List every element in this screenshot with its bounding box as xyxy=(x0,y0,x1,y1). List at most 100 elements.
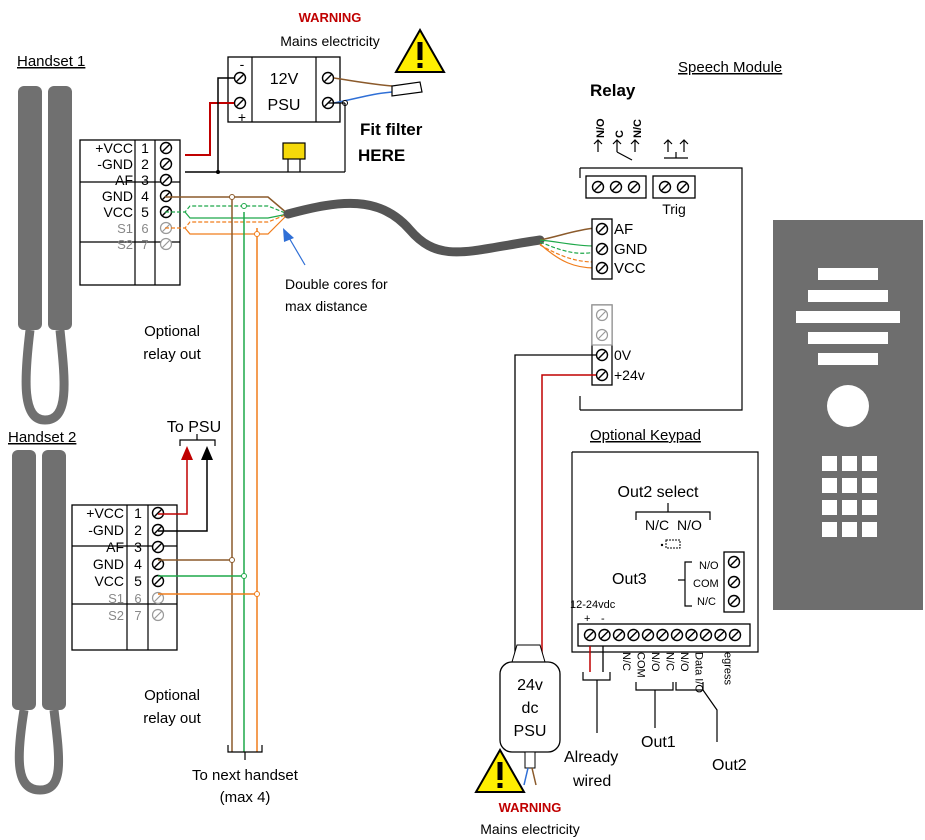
terminal-screw xyxy=(151,608,165,622)
terminal-number: 1 xyxy=(141,140,149,156)
terminal-number: 6 xyxy=(141,221,148,236)
keypad-terminal-screw xyxy=(656,628,669,642)
svg-text:-: - xyxy=(240,56,245,72)
mains-bottom: Mains electricity xyxy=(480,821,580,837)
sm-af: AF xyxy=(614,221,633,238)
keypad-terminal-label: COM xyxy=(635,652,647,678)
terminal-label: GND xyxy=(93,556,124,572)
keypad-terminal-label: N/O xyxy=(649,652,661,672)
sm-gnd: GND xyxy=(614,241,648,258)
warning-top: WARNING xyxy=(299,10,362,25)
terminal-screw xyxy=(151,523,165,537)
terminal-number: 6 xyxy=(134,591,141,606)
svg-text:COM: COM xyxy=(693,578,719,590)
keypad-terminal-label: N/C xyxy=(620,652,632,671)
handset-1-title: Handset 1 xyxy=(17,53,85,70)
svg-text:C: C xyxy=(614,130,626,138)
to-next-1: To next handset xyxy=(192,767,299,784)
keypad-key xyxy=(822,478,837,493)
keypad-key xyxy=(822,456,837,471)
terminal-label: GND xyxy=(102,188,133,204)
fit-filter-2: HERE xyxy=(358,146,405,165)
keypad-terminal-label: N/C xyxy=(664,652,676,671)
out1: Out1 xyxy=(641,734,676,751)
optional-relay-1b: relay out xyxy=(143,346,201,363)
svg-text:N/O: N/O xyxy=(595,118,607,138)
relay-title: Relay xyxy=(590,81,636,100)
terminal-number: 2 xyxy=(134,522,142,538)
keypad-terminal-screw xyxy=(699,628,713,642)
keypad-title: Optional Keypad xyxy=(590,427,701,444)
svg-text:+: + xyxy=(238,109,246,125)
psu24-3: PSU xyxy=(514,723,547,740)
keypad-key xyxy=(862,500,877,515)
keypad-terminal-screw xyxy=(612,628,626,642)
keypad-terminal-screw xyxy=(728,628,742,642)
double-cores-2: max distance xyxy=(285,298,368,314)
keypad-key xyxy=(822,522,837,537)
trig-label: Trig xyxy=(662,201,686,217)
already-2: wired xyxy=(572,773,611,790)
psu-12v-label-1: 12V xyxy=(270,71,299,88)
terminal-label: VCC xyxy=(103,204,133,220)
terminal-screw xyxy=(159,189,173,203)
svg-text:-: - xyxy=(601,613,605,625)
terminal-screw xyxy=(151,506,165,520)
terminal-label: S1 xyxy=(108,591,124,606)
keypad-key xyxy=(862,478,877,493)
terminal-number: 4 xyxy=(134,556,142,572)
keypad-grid xyxy=(822,456,877,537)
already-1: Already xyxy=(564,749,618,766)
terminal-number: 3 xyxy=(134,539,142,555)
keypad-terminal-screw xyxy=(685,628,698,642)
svg-text:N/C: N/C xyxy=(632,119,644,138)
warning-icon-top xyxy=(395,29,445,73)
speaker-grille xyxy=(808,290,888,302)
terminal-label: +VCC xyxy=(95,140,133,156)
out2-select: Out2 select xyxy=(618,484,699,501)
terminal-number: 5 xyxy=(141,204,149,220)
terminal-label: -GND xyxy=(88,522,124,538)
to-next-2: (max 4) xyxy=(220,789,271,806)
terminal-number: 7 xyxy=(141,237,148,252)
keypad-terminal-label: egress xyxy=(722,652,734,686)
psu-24v: 24v dc PSU WARNING Mains electricity xyxy=(475,354,596,837)
terminal-label: S1 xyxy=(117,221,133,236)
optional-keypad: Optional Keypad Out2 select N/C N/O Out3… xyxy=(564,427,759,790)
call-button xyxy=(827,385,869,427)
terminal-label: VCC xyxy=(94,573,124,589)
keypad-key xyxy=(862,456,877,471)
keypad-key xyxy=(862,522,877,537)
terminal-number: 4 xyxy=(141,188,149,204)
optional-relay-2a: Optional xyxy=(144,687,200,704)
arrow-icon xyxy=(283,228,294,242)
terminal-label: AF xyxy=(115,172,133,188)
out2: Out2 xyxy=(712,757,747,774)
keypad-key xyxy=(842,478,857,493)
speech-module-title: Speech Module xyxy=(678,59,782,76)
fit-filter-1: Fit filter xyxy=(360,120,423,139)
keypad-terminal-screw xyxy=(641,628,655,642)
optional-relay-2b: relay out xyxy=(143,710,201,727)
keypad-terminal-label: N/O xyxy=(678,652,690,672)
terminal-label: -GND xyxy=(97,156,133,172)
keypad-key xyxy=(842,500,857,515)
out2-select-nc: N/C xyxy=(645,517,669,533)
keypad-key xyxy=(842,522,857,537)
signal-wires xyxy=(158,194,289,760)
terminal-screw xyxy=(159,141,173,155)
terminal-screw xyxy=(159,157,173,171)
psu24-1: 24v xyxy=(517,677,543,694)
speech-module: Speech Module Relay N/O C N/C Trig AF GN… xyxy=(579,59,782,411)
terminal-screw xyxy=(151,574,165,588)
cable xyxy=(283,198,545,257)
keypad-key xyxy=(822,500,837,515)
terminal-screw xyxy=(159,237,173,251)
vdc-range: 12-24vdc xyxy=(570,599,616,611)
terminal-label: S2 xyxy=(108,608,124,623)
sm-vcc: VCC xyxy=(614,260,646,277)
keypad-terminal-screw xyxy=(583,628,597,642)
